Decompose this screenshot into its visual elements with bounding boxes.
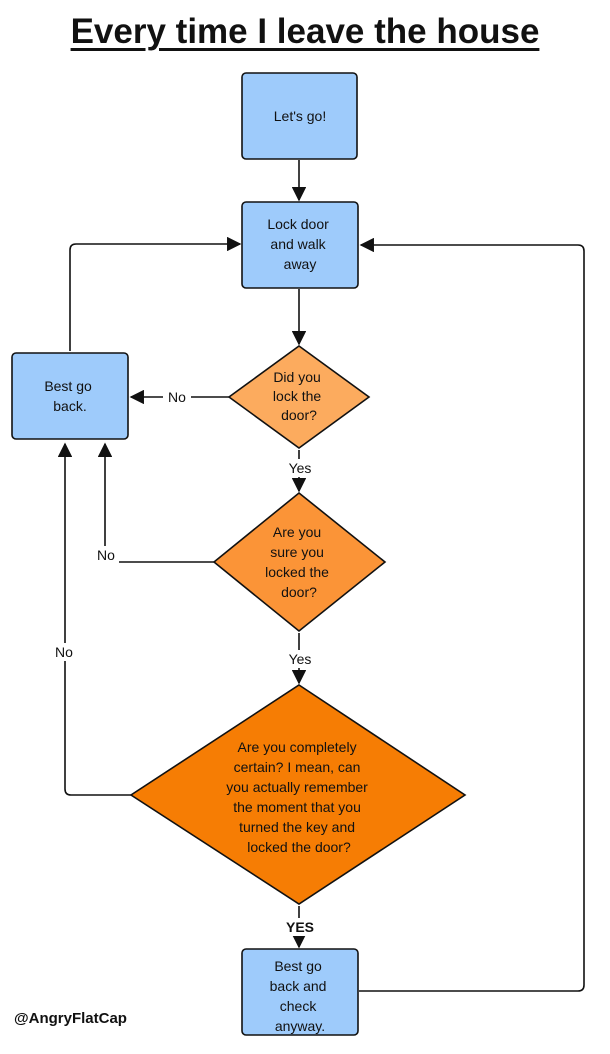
q2-yes-label: Yes (289, 651, 312, 667)
q2-no-label: No (97, 547, 115, 563)
q3-no-label: No (55, 644, 73, 660)
q1-diamond (227, 345, 371, 449)
q3-diamond (129, 684, 467, 905)
q1-yes-label: Yes (289, 460, 312, 476)
go-back-box (11, 352, 129, 440)
q2-diamond (212, 491, 387, 633)
q1-no-label: No (168, 389, 186, 405)
lock-label: Lock door and walk away (267, 216, 332, 272)
edge-q2-no (97, 442, 214, 563)
edge-check-to-lock (359, 237, 585, 992)
go-back-label: Best go back. (44, 378, 95, 414)
nodes (11, 72, 467, 1036)
q3-yes-label: YES (286, 919, 314, 935)
start-box (241, 72, 358, 160)
q2-label: Are you sure you locked the door? (265, 524, 333, 600)
page-title: Every time I leave the house (70, 12, 540, 51)
lock-box (241, 201, 359, 289)
check-box (241, 948, 359, 1036)
start-label: Let's go! (274, 108, 327, 124)
q3-label: Are you completely certain? I mean, can … (226, 739, 372, 855)
q1-label: Did you lock the door? (273, 369, 325, 423)
author-credit: @AngryFlatCap (14, 1010, 127, 1027)
check-label: Best go back and check anyway. (270, 958, 331, 1034)
edge-q3-no (57, 442, 131, 796)
node-labels: Let's go! Lock door and walk away Best g… (44, 108, 372, 1034)
edge-goback-to-lock (69, 236, 242, 351)
edge-labels: No Yes No Yes No YES (51, 388, 319, 936)
